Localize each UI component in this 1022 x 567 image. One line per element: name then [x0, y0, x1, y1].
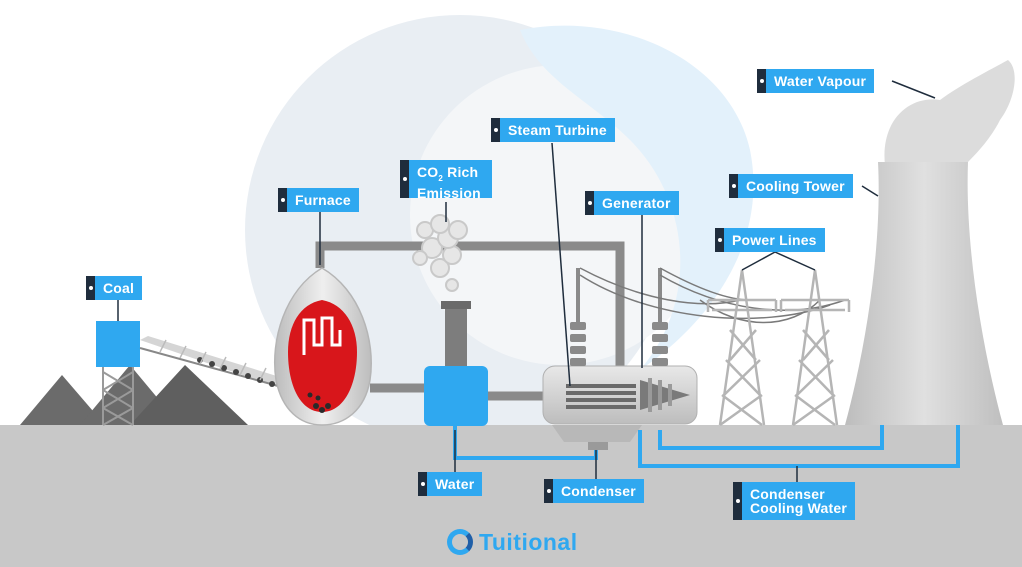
label-steam-turbine: Steam Turbine [491, 118, 615, 142]
furnace-coal [307, 392, 331, 413]
label-power-lines: Power Lines [715, 228, 825, 252]
label-cooling-tower: Cooling Tower [729, 174, 853, 198]
generator-rotor [640, 378, 690, 412]
condenser [552, 425, 642, 442]
water-box [424, 366, 488, 426]
label-water: Water [418, 472, 483, 496]
label-co2-line2: Emission [417, 184, 481, 201]
label-coal: Coal [86, 276, 143, 300]
label-condenser-cooling-water: Condenser Cooling Water [733, 482, 855, 520]
label-condenser-cooling-line2: Cooling Water [750, 500, 847, 516]
pylon [779, 269, 851, 427]
label-water-text: Water [435, 476, 475, 492]
label-generator-text: Generator [602, 195, 671, 211]
cooling-tower [845, 162, 1003, 425]
label-condenser-cooling-line1: Condenser [750, 486, 825, 502]
label-power-lines-text: Power Lines [732, 232, 817, 248]
chimney-cap [441, 301, 471, 309]
coal-pile [130, 365, 248, 425]
boiler-coil [302, 316, 342, 355]
condenser-outlet [588, 442, 608, 450]
background-swoosh [520, 25, 754, 371]
label-cooling-tower-text: Cooling Tower [746, 178, 845, 194]
label-furnace: Furnace [278, 188, 359, 212]
label-water-vapour-text: Water Vapour [774, 73, 867, 89]
label-furnace-text: Furnace [295, 192, 351, 208]
insulator [570, 268, 668, 366]
label-generator: Generator [585, 191, 679, 215]
cooling-tower-vapour [884, 60, 1015, 165]
brand-name: Tuitional [479, 528, 578, 555]
label-condenser: Condenser [544, 479, 644, 503]
label-condenser-text: Condenser [561, 483, 636, 499]
brand-ring-icon [447, 529, 473, 555]
co2-smoke [412, 214, 468, 292]
label-coal-text: Coal [103, 280, 135, 296]
label-steam-turbine-text: Steam Turbine [508, 122, 607, 138]
coal-pile [20, 375, 105, 425]
label-co2-rich-emission: CO2 Rich Emission [400, 160, 492, 201]
chimney [445, 305, 467, 375]
label-water-vapour: Water Vapour [757, 69, 875, 93]
brand-logo: Tuitional [447, 527, 578, 557]
coal-hopper [96, 321, 140, 367]
label-co2-line1: CO2 Rich [417, 164, 479, 183]
pylon [706, 269, 778, 427]
coal-hopper-tower [102, 367, 134, 426]
coal-conveyor [139, 336, 301, 393]
turbine-fins [566, 384, 636, 409]
leader-lines [117, 80, 936, 482]
